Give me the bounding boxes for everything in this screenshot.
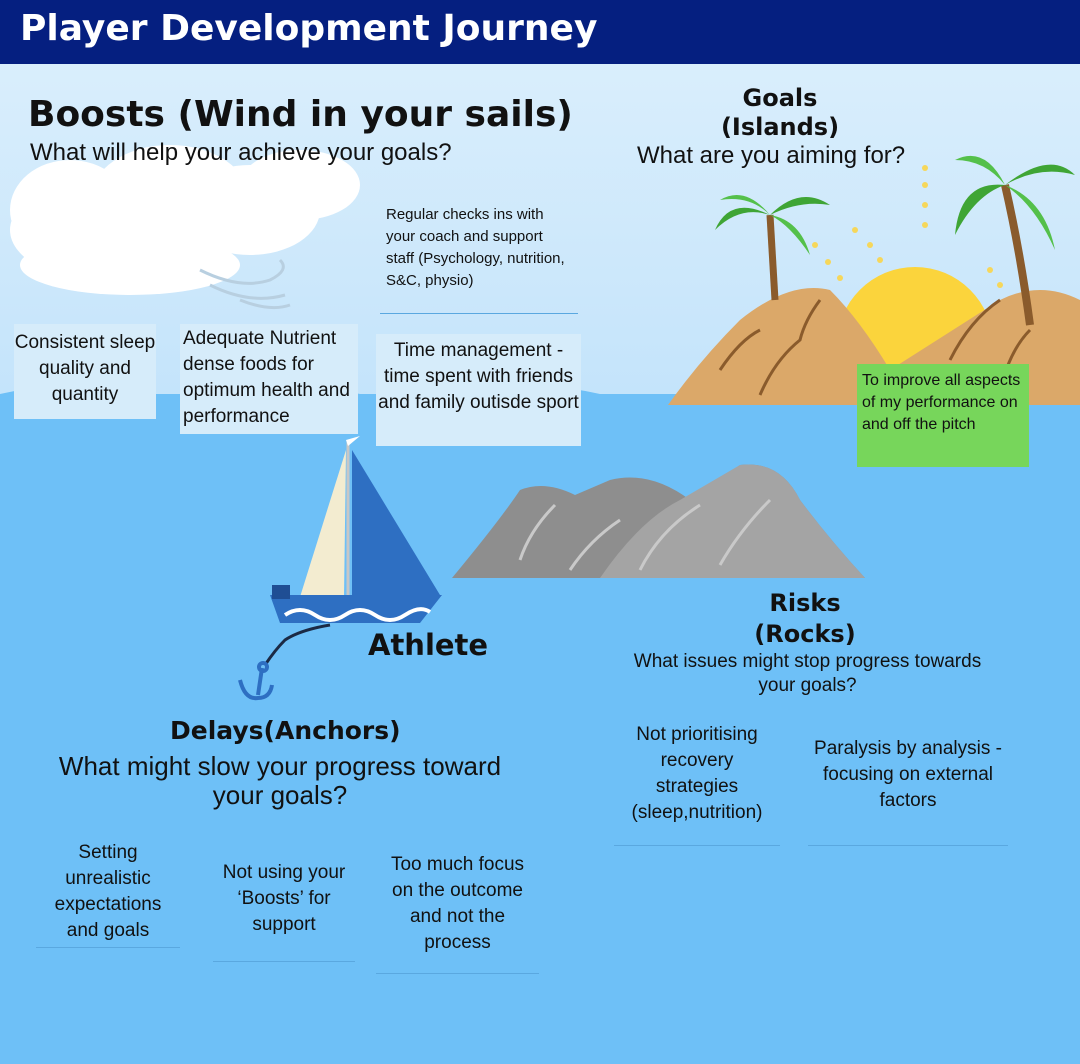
goals-question: What are you aiming for? [637, 142, 906, 169]
page-title: Player Development Journey [20, 8, 598, 49]
risk-note-paralysis: Paralysis by analysis - focusing on exte… [808, 736, 1008, 846]
palm-tree-icon [955, 155, 1075, 326]
boosts-heading: Boosts (Wind in your sails) [28, 94, 573, 135]
delays-heading: Delays(Anchors) [170, 716, 401, 745]
palm-tree-icon [715, 195, 830, 301]
risks-heading: Risks (Rocks) [730, 588, 880, 650]
risks-question: What issues might stop progress towards … [633, 651, 982, 696]
delays-question: What might slow your progress toward you… [58, 751, 502, 810]
anchor-rope [263, 623, 331, 666]
goals-heading-line2: (Islands) [720, 113, 840, 141]
delay-note-boosts: Not using your ‘Boosts’ for support [213, 860, 355, 962]
boost-note-time-management: Time management - time spent with friend… [376, 334, 581, 446]
anchor-icon [238, 661, 274, 701]
header-bar: Player Development Journey [0, 0, 1080, 64]
delay-note-expectations: Setting unrealistic expectations and goa… [36, 840, 180, 948]
risks-heading-line1: Risks [769, 589, 841, 617]
goal-note: To improve all aspects of my performance… [857, 364, 1029, 467]
risks-heading-line2: (Rocks) [754, 620, 856, 648]
boost-note-nutrition: Adequate Nutrient dense foods for optimu… [180, 324, 358, 434]
sailboat-icon [270, 436, 442, 623]
risk-note-recovery: Not prioritising recovery strategies (sl… [614, 722, 780, 846]
rocks-icon [452, 464, 865, 578]
athlete-label: Athlete [368, 628, 489, 662]
boosts-question: What will help your achieve your goals? [30, 139, 452, 166]
cloud-icon [10, 145, 360, 295]
goals-heading-line1: Goals [742, 84, 818, 112]
delay-note-outcome: Too much focus on the outcome and not th… [376, 852, 539, 974]
goals-heading: Goals (Islands) [700, 84, 860, 142]
boost-note-sleep: Consistent sleep quality and quantity [14, 324, 156, 419]
wind-icon [199, 258, 291, 310]
boost-note-checkins: Regular checks ins with your coach and s… [380, 204, 578, 314]
